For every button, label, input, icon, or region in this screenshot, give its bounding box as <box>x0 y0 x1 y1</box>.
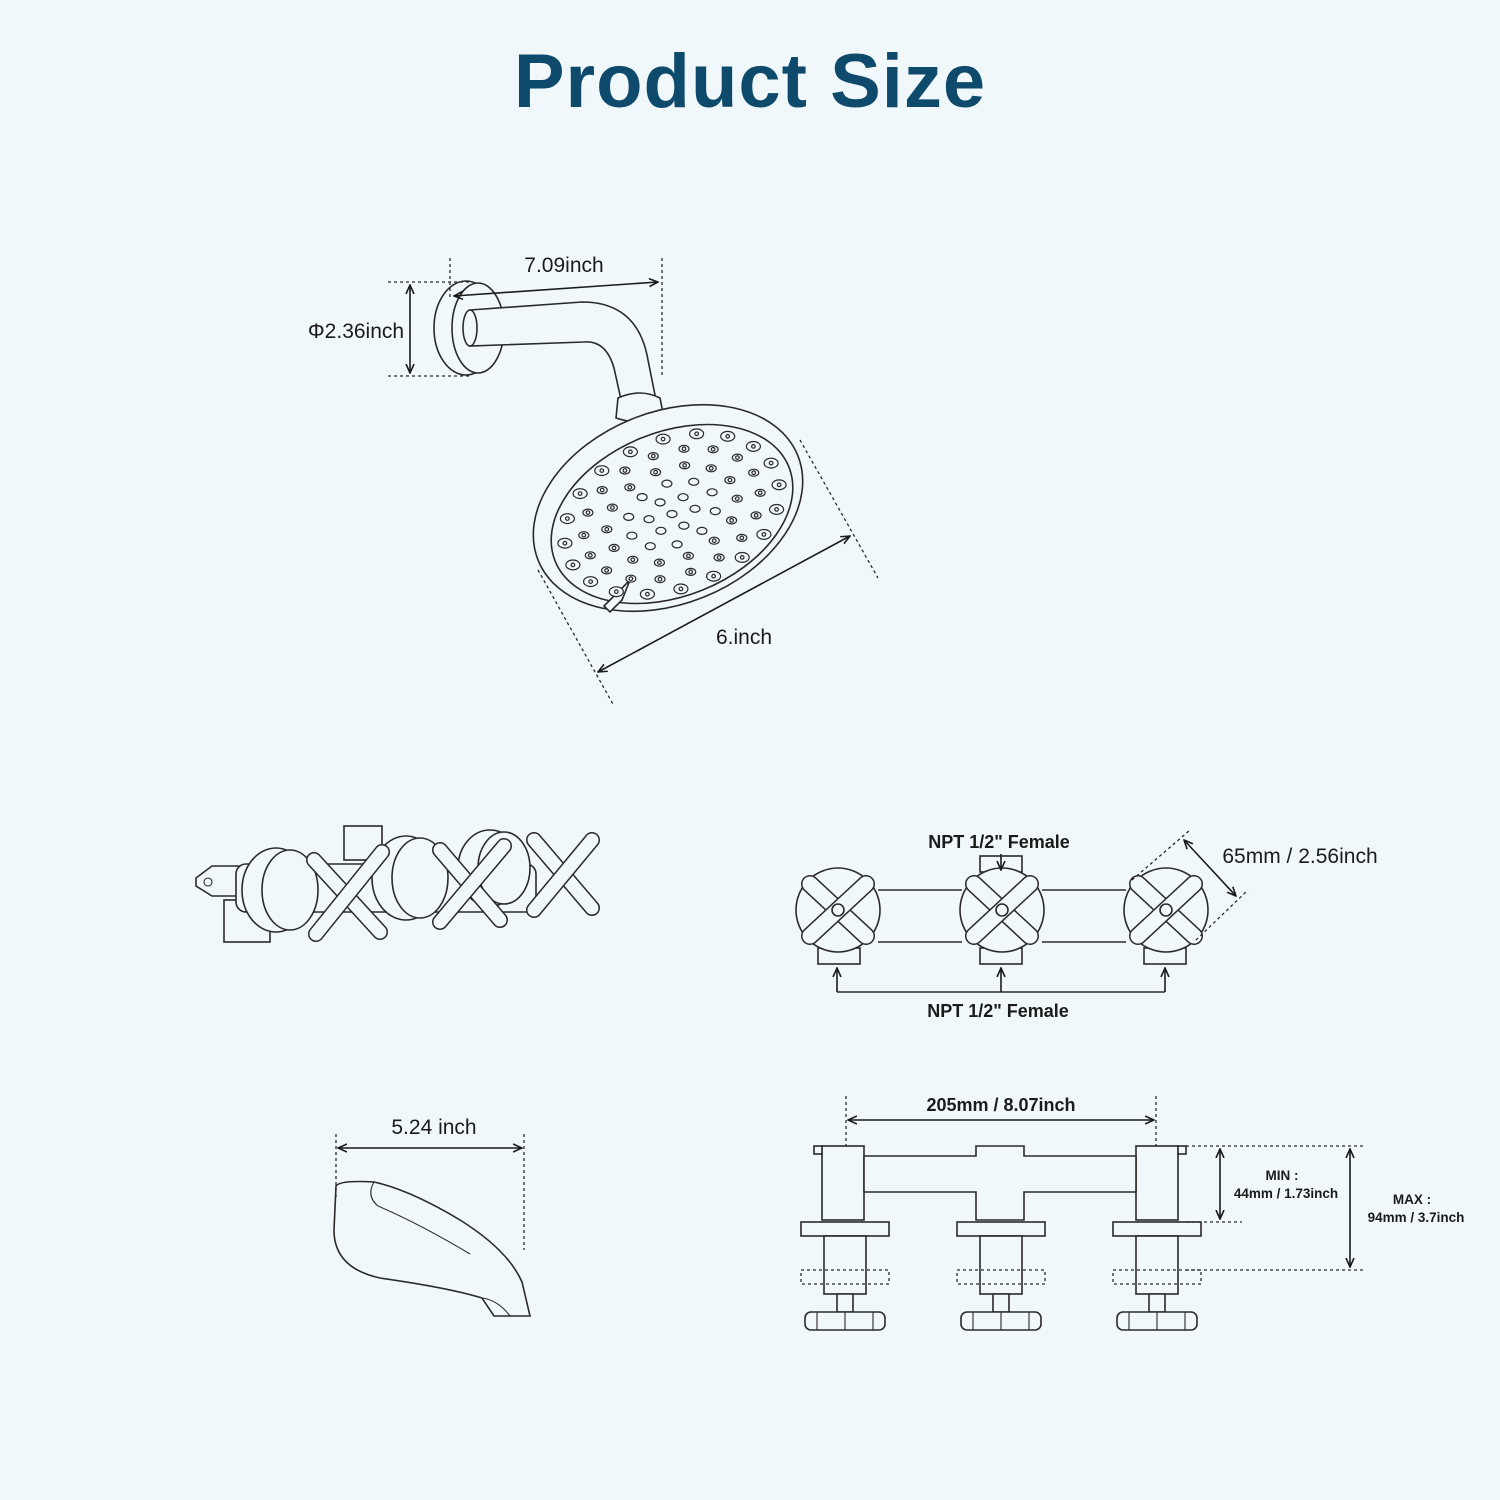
head-diameter-dimension <box>598 536 850 672</box>
nozzle <box>636 493 648 502</box>
nozzle <box>626 531 638 540</box>
arm-length-label: 7.09inch <box>524 254 603 277</box>
nozzle <box>661 479 673 488</box>
tub-spout-drawing <box>333 1180 532 1317</box>
nozzle <box>706 488 718 497</box>
front-handle-left <box>795 867 881 953</box>
side-stem-right <box>1112 1221 1202 1331</box>
valve-width-label: 205mm / 8.07inch <box>926 1095 1075 1115</box>
nozzle <box>644 542 656 551</box>
valve-handle-middle <box>432 838 512 930</box>
min-title: MIN : <box>1266 1168 1299 1183</box>
shower-head-body <box>532 403 804 613</box>
head-diameter-label: 6.inch <box>716 626 772 649</box>
nozzle <box>655 526 667 535</box>
nozzle <box>696 526 708 536</box>
nozzle <box>677 493 689 502</box>
front-handle-right <box>1123 867 1209 953</box>
top-connection-label: NPT 1/2" Female <box>928 832 1070 852</box>
valve-handle-left <box>306 844 390 942</box>
shower-arm <box>469 301 657 405</box>
tub-spout <box>333 1180 532 1317</box>
valve-front-dimensions <box>837 829 1249 993</box>
arm-length-dimension <box>454 282 658 296</box>
nozzle <box>666 509 678 519</box>
nozzle <box>643 515 655 524</box>
nozzle <box>623 512 635 522</box>
nozzle <box>688 477 700 486</box>
page-title: Product Size <box>513 39 987 124</box>
nozzle <box>709 507 721 516</box>
shower-dimension-lines <box>388 258 879 707</box>
valve-handle-right <box>526 832 600 918</box>
nozzle <box>654 498 666 507</box>
valve-front-drawing <box>795 855 1209 965</box>
valve-side-drawing <box>800 1145 1202 1331</box>
max-title: MAX : <box>1393 1192 1431 1207</box>
handle-size-label: 65mm / 2.56inch <box>1222 845 1377 868</box>
max-value: 94mm / 3.7inch <box>1368 1210 1465 1225</box>
nozzle <box>678 521 690 530</box>
valve-perspective-drawing <box>195 825 600 943</box>
nozzle <box>671 540 683 549</box>
min-value: 44mm / 1.73inch <box>1234 1186 1338 1201</box>
side-stem-left <box>800 1221 890 1331</box>
shower-head-drawing <box>433 280 804 614</box>
nozzle <box>689 504 701 513</box>
spout-length-label: 5.24 inch <box>391 1116 476 1139</box>
side-stem-middle <box>956 1221 1046 1331</box>
flange-diameter-label: Φ2.36inch <box>308 320 404 343</box>
valve-side-dimensions <box>845 1096 1364 1271</box>
front-handle-middle <box>959 867 1045 953</box>
spout-dimension <box>335 1134 525 1250</box>
handle-size-dimension <box>1184 840 1236 896</box>
bottom-connection-label: NPT 1/2" Female <box>927 1001 1069 1021</box>
